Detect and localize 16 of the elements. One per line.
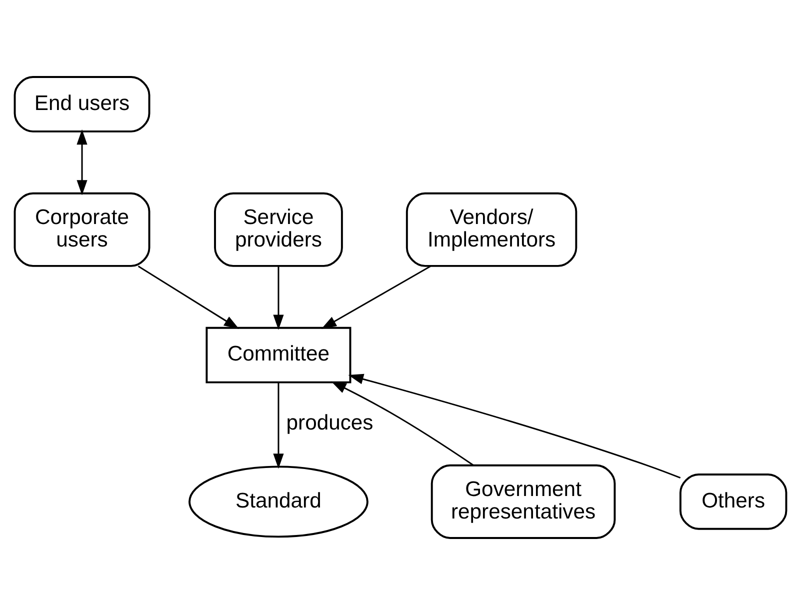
node-box: Vendors/ Implementors	[406, 192, 578, 266]
node-box: Government representatives	[430, 464, 616, 538]
node-ellipse: Standard	[188, 465, 368, 538]
arrow	[76, 128, 88, 195]
arrow	[273, 382, 284, 468]
arrow	[331, 380, 474, 466]
node-box: End users	[14, 76, 150, 132]
node-box: Others	[679, 473, 788, 530]
node-box: Corporate users	[14, 192, 150, 266]
node-box: Committee	[206, 326, 352, 383]
arrow	[138, 265, 240, 329]
arrow	[348, 373, 681, 478]
edge-label: produces	[286, 410, 374, 434]
arrow	[321, 265, 431, 328]
arrow	[273, 266, 284, 330]
node-box: Service providers	[214, 192, 343, 266]
